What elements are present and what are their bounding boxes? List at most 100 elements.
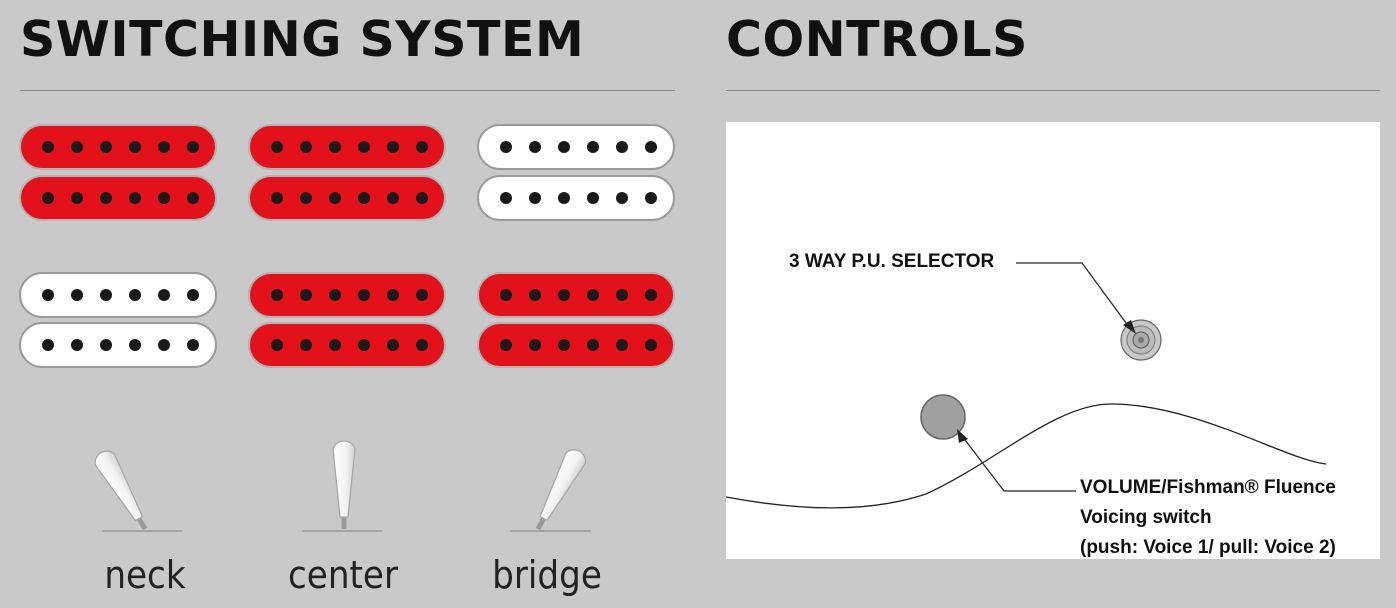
pickup-coil-bridge-2 [477, 175, 675, 221]
pole-piece [271, 192, 283, 204]
toggle-neck [94, 450, 182, 532]
controls-divider [726, 90, 1380, 91]
switching-system-title: SWITCHING SYSTEM [20, 11, 585, 68]
volume-label-line-3: (push: Voice 1/ pull: Voice 2) [1080, 537, 1336, 558]
pole-piece [187, 339, 199, 351]
pickup-coil-center-1 [248, 124, 446, 170]
pole-piece [329, 141, 341, 153]
pole-piece [300, 339, 312, 351]
pole-piece [416, 192, 428, 204]
pickup-coil-neck-3 [19, 272, 217, 318]
pole-piece [616, 192, 628, 204]
pole-piece [129, 192, 141, 204]
position-label-neck: neck [104, 553, 186, 597]
pole-piece [587, 141, 599, 153]
toggle-lever-center [332, 440, 356, 529]
pole-piece [358, 192, 370, 204]
pole-piece [529, 192, 541, 204]
pickup-coil-neck-2 [19, 175, 217, 221]
selector-leader-line [1016, 262, 1130, 328]
pole-piece [300, 141, 312, 153]
pole-piece [358, 289, 370, 301]
pole-piece [529, 339, 541, 351]
volume-knob-icon [920, 394, 966, 440]
pole-piece [187, 289, 199, 301]
toggle-center [302, 440, 382, 532]
position-label-center: center [288, 553, 399, 597]
pole-piece [42, 192, 54, 204]
pole-piece [329, 192, 341, 204]
pole-piece [100, 339, 112, 351]
pole-piece [158, 339, 170, 351]
toggle-lever-bridge [535, 449, 587, 531]
pole-piece [616, 141, 628, 153]
pole-piece [129, 141, 141, 153]
pole-piece [645, 192, 657, 204]
pole-piece [42, 289, 54, 301]
pole-piece [558, 141, 570, 153]
volume-label-line-1: VOLUME/Fishman® Fluence [1080, 477, 1336, 498]
pole-piece [329, 339, 341, 351]
controls-title: CONTROLS [726, 11, 1028, 68]
pole-piece [71, 141, 83, 153]
pole-piece [645, 141, 657, 153]
pole-piece [329, 289, 341, 301]
volume-label-line-2: Voicing switch [1080, 507, 1212, 528]
pole-piece [387, 192, 399, 204]
pole-piece [500, 339, 512, 351]
pole-piece [158, 192, 170, 204]
pole-piece [645, 339, 657, 351]
pole-piece [529, 141, 541, 153]
pole-piece [416, 289, 428, 301]
pole-piece [71, 339, 83, 351]
pole-piece [587, 339, 599, 351]
pickup-coil-center-3 [248, 272, 446, 318]
selector-arrowhead-icon [1123, 320, 1136, 334]
pole-piece [645, 289, 657, 301]
pole-piece [158, 141, 170, 153]
pole-piece [558, 339, 570, 351]
pickup-coil-neck-4 [19, 322, 217, 368]
toggle-lever-neck [94, 450, 148, 531]
pole-piece [387, 289, 399, 301]
pole-piece [387, 339, 399, 351]
pole-piece [587, 192, 599, 204]
pole-piece [100, 192, 112, 204]
pickup-coil-center-2 [248, 175, 446, 221]
pole-piece [616, 339, 628, 351]
pole-piece [271, 289, 283, 301]
pickup-coil-bridge-4 [477, 322, 675, 368]
selector-label: 3 WAY P.U. SELECTOR [789, 251, 994, 272]
pole-piece [558, 289, 570, 301]
pole-piece [300, 192, 312, 204]
pole-piece [71, 192, 83, 204]
volume-arrowhead-icon [957, 429, 968, 443]
pole-piece [500, 141, 512, 153]
pole-piece [500, 289, 512, 301]
controls-diagram-panel: 3 WAY P.U. SELECTOR VOLUME/Fishman® Flue… [725, 122, 1380, 559]
pole-piece [616, 289, 628, 301]
selector-switch-icon [1120, 319, 1162, 361]
pole-piece [158, 289, 170, 301]
pole-piece [42, 339, 54, 351]
pole-piece [271, 339, 283, 351]
pole-piece [71, 289, 83, 301]
pole-piece [271, 141, 283, 153]
pole-piece [358, 339, 370, 351]
pole-piece [587, 289, 599, 301]
pole-piece [129, 289, 141, 301]
pickup-coil-center-4 [248, 322, 446, 368]
pole-piece [300, 289, 312, 301]
body-contour-line [725, 403, 1327, 509]
pole-piece [100, 289, 112, 301]
pole-piece [187, 192, 199, 204]
pole-piece [416, 339, 428, 351]
pole-piece [187, 141, 199, 153]
switching-divider [20, 90, 675, 91]
pole-piece [387, 141, 399, 153]
pole-piece [558, 192, 570, 204]
pole-piece [416, 141, 428, 153]
position-label-bridge: bridge [492, 553, 602, 597]
pole-piece [42, 141, 54, 153]
pickup-grid [19, 124, 675, 368]
